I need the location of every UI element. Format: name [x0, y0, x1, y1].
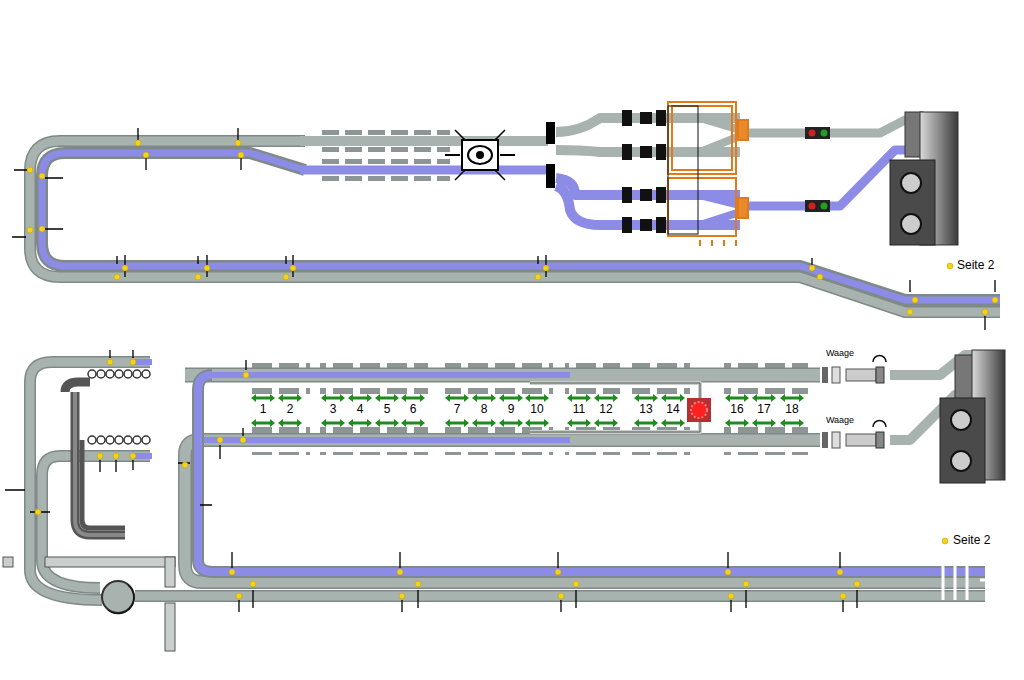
- callout-number: 2: [287, 403, 294, 416]
- callout-number: 12: [599, 403, 612, 416]
- callout-number: 7: [454, 403, 461, 416]
- callout-number: 6: [410, 403, 417, 416]
- callout-number: 16: [730, 403, 743, 416]
- scales: [822, 356, 886, 448]
- callout-number: 3: [330, 403, 337, 416]
- transfer-turntable: [102, 581, 134, 614]
- callout-number: 13: [639, 403, 652, 416]
- sensor-ticks: [5, 128, 995, 612]
- gray-bars: [3, 557, 175, 651]
- inspection-station: [687, 398, 711, 422]
- callout-number: 11: [573, 403, 585, 416]
- callout-number: 18: [785, 403, 798, 416]
- callout-number: 5: [384, 403, 391, 416]
- callout-number: 1: [260, 403, 267, 416]
- orange-frame: [668, 102, 748, 246]
- grippers: [622, 106, 698, 234]
- page-reference: Seite 2: [957, 259, 994, 272]
- scale-label: Waage: [826, 349, 854, 359]
- turntable: [445, 130, 515, 180]
- sensor-dots: [27, 140, 998, 599]
- signal-lights: [805, 127, 830, 212]
- callout-number: 4: [357, 403, 364, 416]
- callout-number: 10: [530, 403, 543, 416]
- bottom-tracks: [30, 355, 985, 600]
- stoppers: [546, 122, 555, 188]
- top-tracks: [30, 118, 1000, 312]
- callout-number: 8: [481, 403, 488, 416]
- callout-number: 14: [666, 403, 679, 416]
- machine-bottom: [940, 350, 1005, 483]
- chain-conveyor: [65, 370, 150, 535]
- callout-number: 17: [757, 403, 770, 416]
- callout-number: 9: [508, 403, 515, 416]
- transfer-arrows: [251, 394, 804, 427]
- machine-top: [890, 112, 958, 245]
- scale-label: Waage: [826, 416, 854, 426]
- page-reference: Seite 2: [953, 534, 990, 547]
